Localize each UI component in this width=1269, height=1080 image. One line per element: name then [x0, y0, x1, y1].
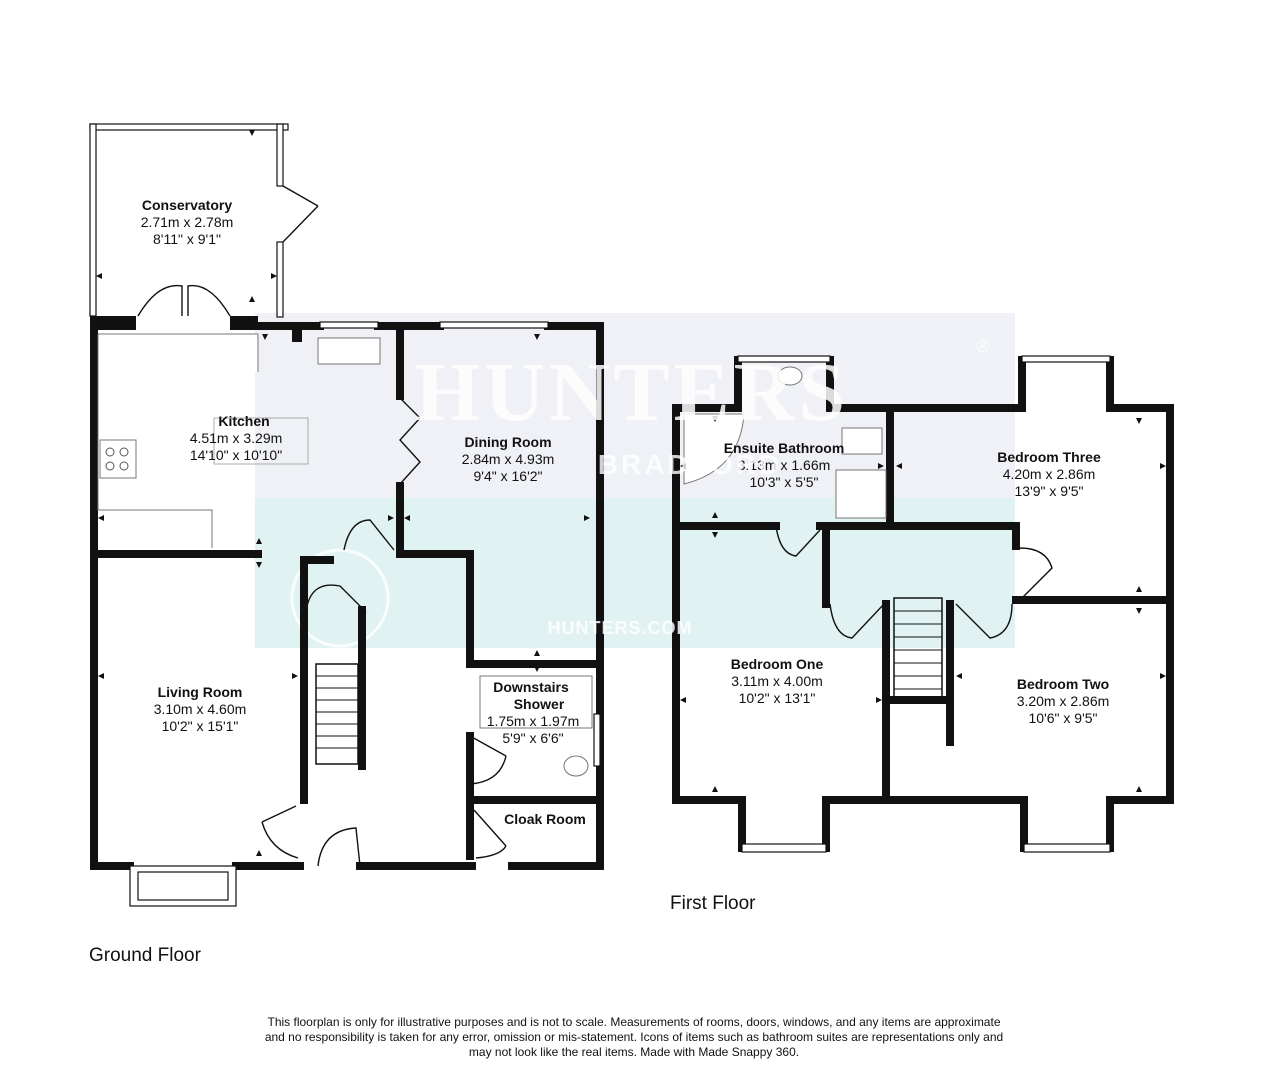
conservatory-side-door — [282, 185, 319, 243]
downstairs-shower-name-2: Shower — [514, 696, 565, 712]
living-room-door — [261, 805, 299, 859]
kitchen-wall-stub-left — [90, 316, 136, 330]
ground-floor-plan: Conservatory 2.71m x 2.78m 8'11" x 9'1" … — [89, 123, 604, 907]
conservatory-metric: 2.71m x 2.78m — [141, 214, 234, 230]
conservatory-window-right-lower — [276, 241, 284, 318]
shower-tray-icon — [479, 675, 593, 729]
ensuite-bathroom-name: Ensuite Bathroom — [724, 440, 845, 456]
understairs-door — [305, 584, 367, 613]
kitchen-imperial: 14'10" x 10'10" — [190, 447, 282, 463]
ensuite-bathroom-imperial: 10'3" x 5'5" — [750, 474, 819, 490]
bedroom-one-window — [741, 843, 827, 853]
watermark-url: HUNTERS.COM — [548, 618, 693, 638]
ensuite-window — [737, 355, 831, 363]
conservatory-french-doors — [137, 284, 231, 317]
dining-room-imperial: 9'4" x 16'2" — [474, 468, 543, 484]
watermark-location: BRADFORD — [598, 449, 782, 480]
bedroom-three-window — [1021, 355, 1111, 363]
living-room-imperial: 10'2" x 15'1" — [162, 718, 239, 734]
kitchen-label-box — [213, 417, 309, 465]
conservatory-name: Conservatory — [142, 197, 232, 213]
kitchen-hall-door — [343, 519, 395, 551]
corner-bath-icon — [683, 413, 745, 485]
ensuite-shower-icon — [835, 469, 887, 519]
first-wall-left — [672, 356, 746, 852]
living-room-bay-window-inner — [137, 871, 229, 901]
dining-room-name: Dining Room — [464, 434, 551, 450]
downstairs-shower-imperial: 5'9" x 6'6" — [502, 730, 563, 746]
shower-door — [469, 735, 507, 785]
conservatory-window-top — [89, 123, 289, 131]
first-stairs-icon — [893, 597, 943, 703]
shower-basin-icon — [563, 755, 589, 777]
watermark-registered: ® — [976, 336, 989, 356]
first-dimension-arrows — [680, 416, 1166, 792]
ground-dimension-arrows — [96, 130, 590, 856]
first-wall-bottom-mid — [822, 796, 1028, 852]
bedroom-two-name: Bedroom Two — [1017, 676, 1109, 692]
bedroom-two-door — [955, 603, 1013, 639]
kitchen-metric: 4.51m x 3.29m — [190, 430, 283, 446]
kitchen-sink-icon — [317, 337, 381, 365]
bedroom-one-name: Bedroom One — [731, 656, 824, 672]
conservatory-imperial: 8'11" x 9'1" — [153, 231, 221, 247]
dining-room-metric: 2.84m x 4.93m — [462, 451, 555, 467]
first-floor-label: First Floor — [670, 893, 756, 914]
living-room-name: Living Room — [158, 684, 243, 700]
watermark-seal-icon — [290, 548, 390, 648]
ensuite-toilet-icon — [841, 427, 883, 455]
bedroom-two-imperial: 10'6" x 9'5" — [1029, 710, 1098, 726]
dining-hall-wall — [396, 482, 604, 668]
ground-wall-right — [508, 322, 604, 870]
bedroom-one-imperial: 10'2" x 13'1" — [739, 690, 816, 706]
downstairs-shower-name-1: Downstairs — [493, 679, 569, 695]
bedroom-three-imperial: 13'9" x 9'5" — [1015, 483, 1084, 499]
first-floor-plan: Ensuite Bathroom 3.13m x 1.66m 10'3" x 5… — [672, 355, 1174, 853]
kitchen-worktop — [97, 333, 259, 548]
bedroom-three-name: Bedroom Three — [997, 449, 1101, 465]
bedroom-three-door — [1019, 547, 1053, 601]
conservatory-window-right-upper — [276, 123, 284, 187]
bedroom-two-window — [1023, 843, 1111, 853]
disclaimer: This floorplan is only for illustrative … — [234, 1015, 1034, 1060]
kitchen-boiler-icon — [292, 330, 302, 342]
kitchen-hob-icon — [99, 439, 137, 479]
watermark-brand: HUNTERS — [415, 346, 849, 439]
cloak-room-name: Cloak Room — [504, 811, 586, 827]
dining-bifold-doors — [399, 397, 421, 485]
dining-window — [439, 321, 549, 329]
ensuite-basin-icon — [777, 366, 803, 386]
disclaimer-line: may not look like the real items. Made w… — [468, 1045, 800, 1059]
disclaimer-line: This floorplan is only for illustrative … — [267, 1015, 1001, 1029]
downstairs-shower-metric: 1.75m x 1.97m — [487, 713, 580, 729]
kitchen-window — [319, 321, 379, 329]
ground-wall-left — [90, 322, 134, 870]
bedroom-one-landing-door — [829, 603, 885, 639]
conservatory-window-left — [89, 123, 97, 317]
ground-floor-label: Ground Floor — [89, 945, 202, 966]
ground-stairs-icon — [315, 663, 359, 765]
ensuite-bathroom-metric: 3.13m x 1.66m — [738, 457, 831, 473]
bedroom-one-door — [775, 525, 821, 557]
bedroom-two-metric: 3.20m x 2.86m — [1017, 693, 1110, 709]
kitchen-name: Kitchen — [218, 413, 269, 429]
bedroom-one-metric: 3.11m x 4.00m — [731, 673, 823, 689]
living-room-metric: 3.10m x 4.60m — [154, 701, 247, 717]
bedroom-three-metric: 4.20m x 2.86m — [1003, 466, 1096, 482]
shower-window — [593, 713, 601, 767]
front-door — [317, 827, 361, 867]
cloak-door — [473, 809, 507, 859]
disclaimer-line: and no responsibility is taken for any e… — [264, 1030, 1004, 1044]
kitchen-wall-stub-right — [230, 316, 258, 330]
